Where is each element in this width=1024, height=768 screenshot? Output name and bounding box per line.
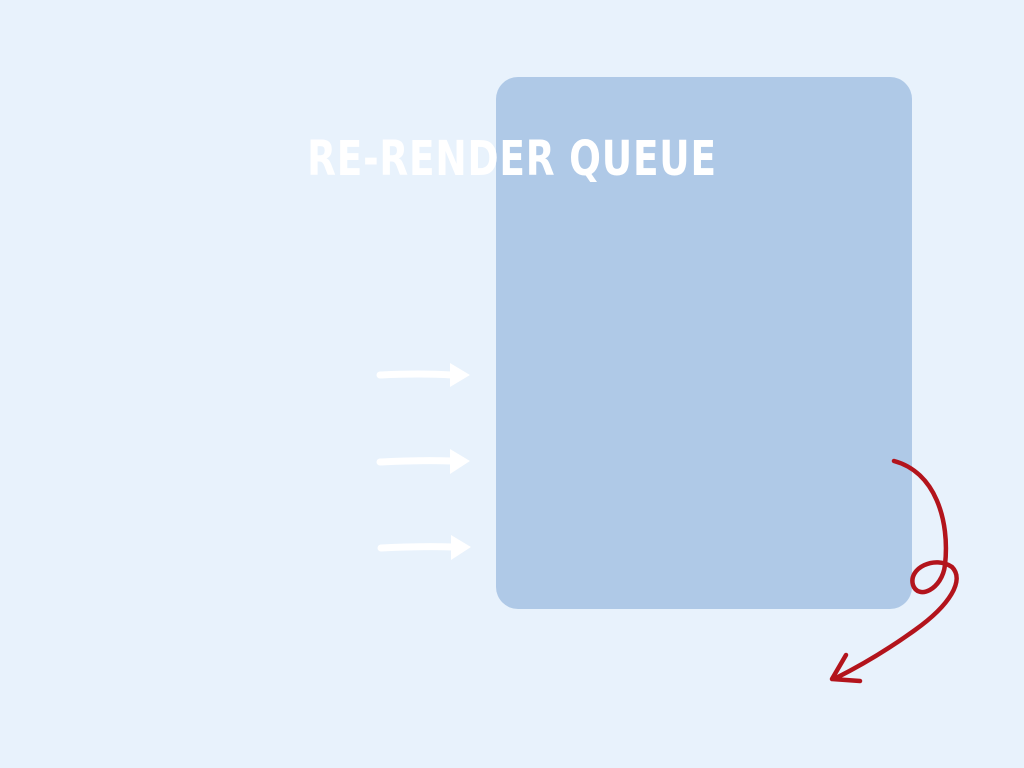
arrow-right-icon — [376, 449, 470, 474]
queue-title: RE-RENDER QUEUE — [307, 131, 717, 187]
arrow-right-icon — [377, 535, 471, 560]
arrow-right-icon — [376, 363, 470, 387]
